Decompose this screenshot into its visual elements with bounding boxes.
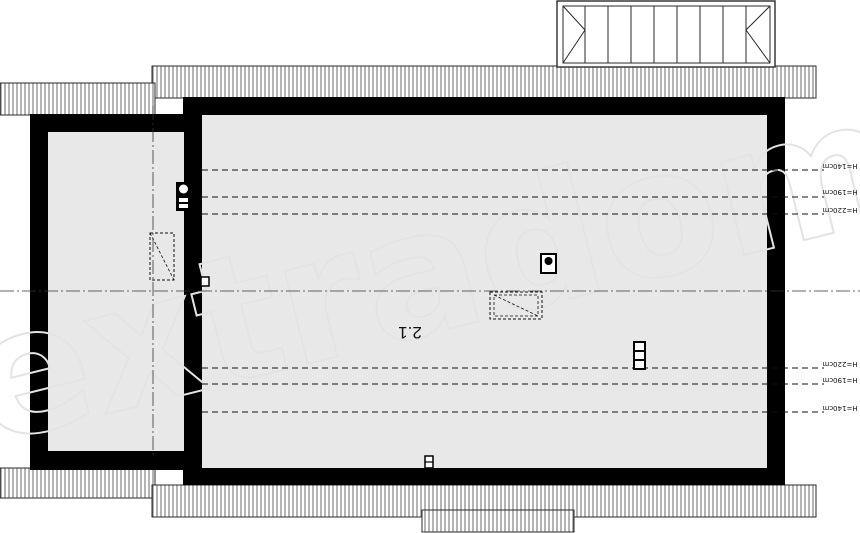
main-room-floor	[202, 115, 767, 468]
height-lines	[202, 169, 824, 413]
roof-window-main	[489, 291, 543, 320]
height-label-bottom-1: H=220cm	[822, 360, 857, 368]
room-label: 2.1	[398, 323, 422, 342]
height-label-top-1: H=140cm	[822, 162, 857, 170]
roof-eave-bottom-bay	[421, 509, 575, 533]
roof-window-left	[149, 232, 175, 281]
roof-eave-bottom-left	[0, 467, 156, 499]
axis-lines	[0, 106, 860, 455]
vent-duct	[633, 341, 646, 370]
balcony	[556, 0, 776, 68]
height-label-top-2: H=190cm	[822, 188, 857, 196]
height-label-bottom-3: H=140cm	[822, 404, 857, 412]
roof-eave-top-left	[0, 82, 156, 116]
roof-eave-top-main	[151, 65, 817, 99]
vent-small-bottom	[424, 455, 434, 469]
left-room-floor	[48, 132, 184, 451]
vent-small-left	[200, 276, 210, 287]
chimney-main	[540, 253, 557, 274]
chimney-wall	[176, 182, 191, 211]
roof-eaves	[0, 65, 817, 533]
height-label-bottom-2: H=190cm	[822, 376, 857, 384]
height-label-top-3: H=220cm	[822, 206, 857, 214]
